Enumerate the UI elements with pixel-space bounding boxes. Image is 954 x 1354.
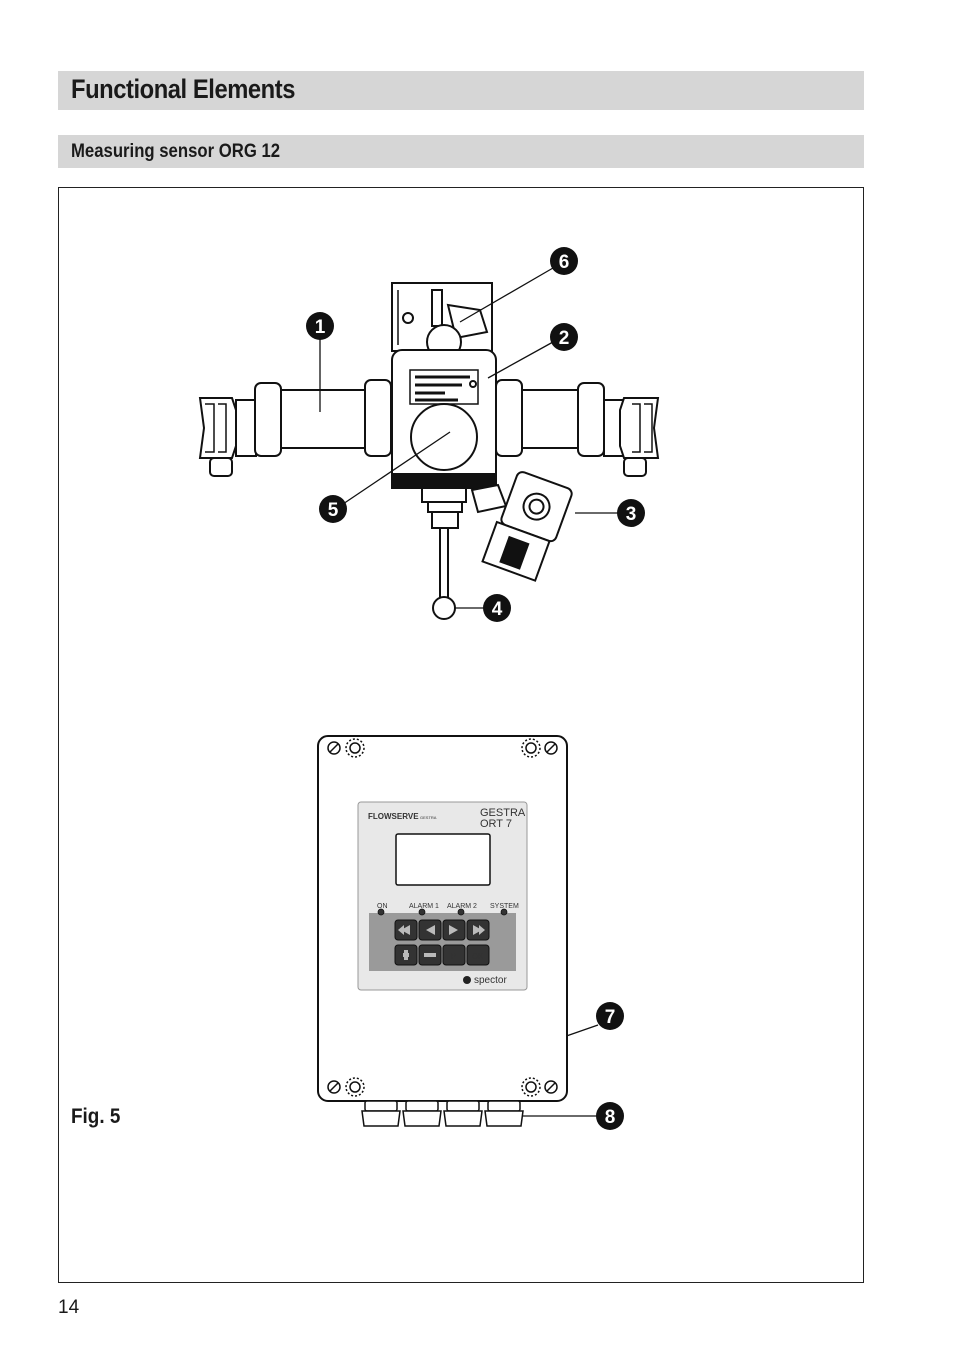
svg-text:8: 8 [605, 1107, 616, 1128]
led-label-on: ON [377, 903, 388, 910]
key-p: P [451, 952, 456, 961]
callout-1: 1 [306, 312, 334, 340]
control-unit-drawing: FLOWSERVE GESTRA GESTRA ORT 7 ON ALARM 1… [317, 735, 568, 1127]
key-ok: OK [472, 952, 484, 961]
callout-6: 6 [550, 247, 578, 275]
section-subtitle: Measuring sensor ORG 12 [71, 141, 281, 162]
callout-4: 4 [483, 594, 511, 622]
panel-brand: FLOWSERVE [368, 812, 419, 821]
panel-brand-small: GESTRA [420, 815, 437, 820]
svg-text:3: 3 [626, 504, 637, 525]
callout-7: 7 [596, 1002, 624, 1030]
callout-2: 2 [550, 323, 578, 351]
figure-label: Fig. 5 [71, 1105, 121, 1128]
callout-8: 8 [596, 1102, 624, 1130]
led-label-alarm2: ALARM 2 [447, 903, 477, 910]
led-label-alarm1: ALARM 1 [409, 903, 439, 910]
sensor-org12-drawing [198, 282, 660, 620]
section-subtitle-bar: Measuring sensor ORG 12 [58, 135, 864, 168]
svg-text:2: 2 [559, 328, 570, 349]
svg-text:6: 6 [559, 252, 570, 273]
section-title-bar: Functional Elements [58, 71, 864, 110]
panel-model-line2: ORT 7 [480, 818, 512, 830]
svg-text:5: 5 [328, 500, 339, 521]
led-label-system: SYSTEM [490, 903, 519, 910]
svg-text:7: 7 [605, 1007, 616, 1028]
page-number: 14 [58, 1297, 80, 1318]
panel-model-line1: GESTRA [480, 807, 526, 819]
callout-3: 3 [617, 499, 645, 527]
svg-text:1: 1 [315, 317, 326, 338]
svg-text:4: 4 [492, 599, 503, 620]
spector-logo: spector [474, 975, 507, 986]
callout-5: 5 [319, 495, 347, 523]
figure-frame [58, 187, 864, 1283]
page-title: Functional Elements [71, 74, 296, 104]
